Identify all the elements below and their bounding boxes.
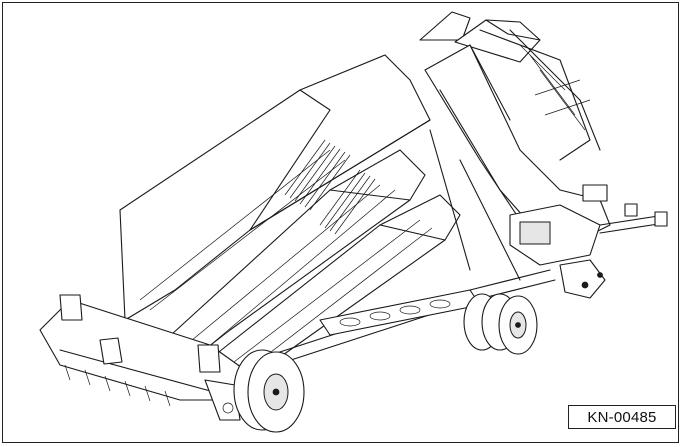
elevator-tower bbox=[424, 44, 611, 266]
reference-code-label: KN-00485 bbox=[568, 405, 676, 429]
rear-wheel-pair bbox=[463, 293, 538, 355]
conveyor-trough-upper bbox=[119, 54, 431, 321]
tow-hitch bbox=[559, 203, 668, 299]
chassis-frame bbox=[239, 129, 556, 376]
front-wheel bbox=[233, 349, 305, 433]
pickup-header bbox=[39, 294, 246, 421]
roller-slats bbox=[284, 139, 376, 235]
top-rack bbox=[419, 11, 601, 161]
